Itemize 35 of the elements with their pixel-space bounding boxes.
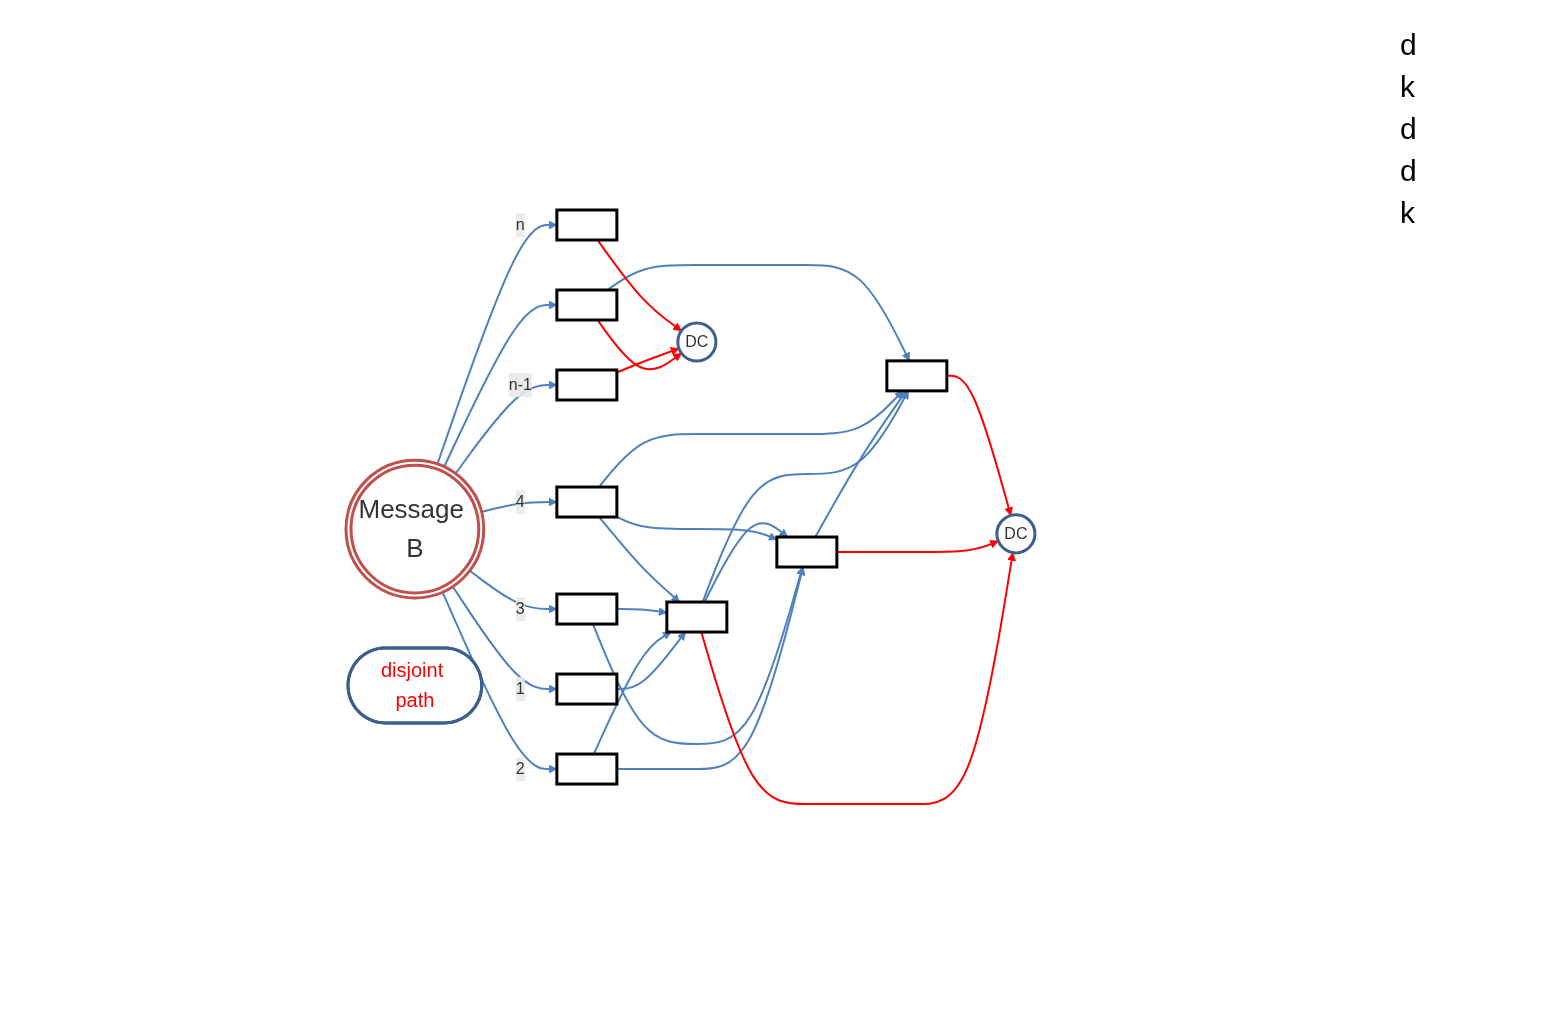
cut-label: k <box>1400 196 1416 230</box>
arrow <box>435 220 557 465</box>
arrow <box>454 380 557 475</box>
arrow <box>591 566 805 745</box>
node-circle: Message B <box>344 458 485 600</box>
node-box <box>554 208 618 242</box>
edge-label: 2 <box>515 760 525 778</box>
edge-label: 1 <box>515 680 525 698</box>
node-box <box>554 592 618 626</box>
edge-label: 3 <box>515 600 525 618</box>
cut-label: d <box>1400 28 1418 62</box>
node-box <box>554 368 618 402</box>
node-circle: DC <box>675 321 717 363</box>
edge-label: 4 <box>515 492 525 510</box>
cut-label: d <box>1400 112 1418 146</box>
edge-label: n <box>515 215 525 233</box>
cut-label: d <box>1400 154 1418 188</box>
arrow <box>615 515 777 541</box>
arrow <box>468 569 557 614</box>
arrow <box>480 497 557 513</box>
cut-label: k <box>1400 70 1416 104</box>
node-box <box>884 359 948 393</box>
arrow <box>441 591 557 774</box>
node-box <box>774 535 838 569</box>
arrow <box>699 552 1016 805</box>
arrow <box>592 631 671 755</box>
arrow <box>442 300 557 468</box>
node-box <box>554 752 618 786</box>
edge-label: n-1 <box>508 375 532 393</box>
node-box <box>554 672 618 706</box>
node-box <box>664 600 728 634</box>
node-box <box>554 485 618 519</box>
node-circle: DC <box>994 513 1036 555</box>
arrow <box>451 585 557 694</box>
node-box <box>554 288 618 322</box>
